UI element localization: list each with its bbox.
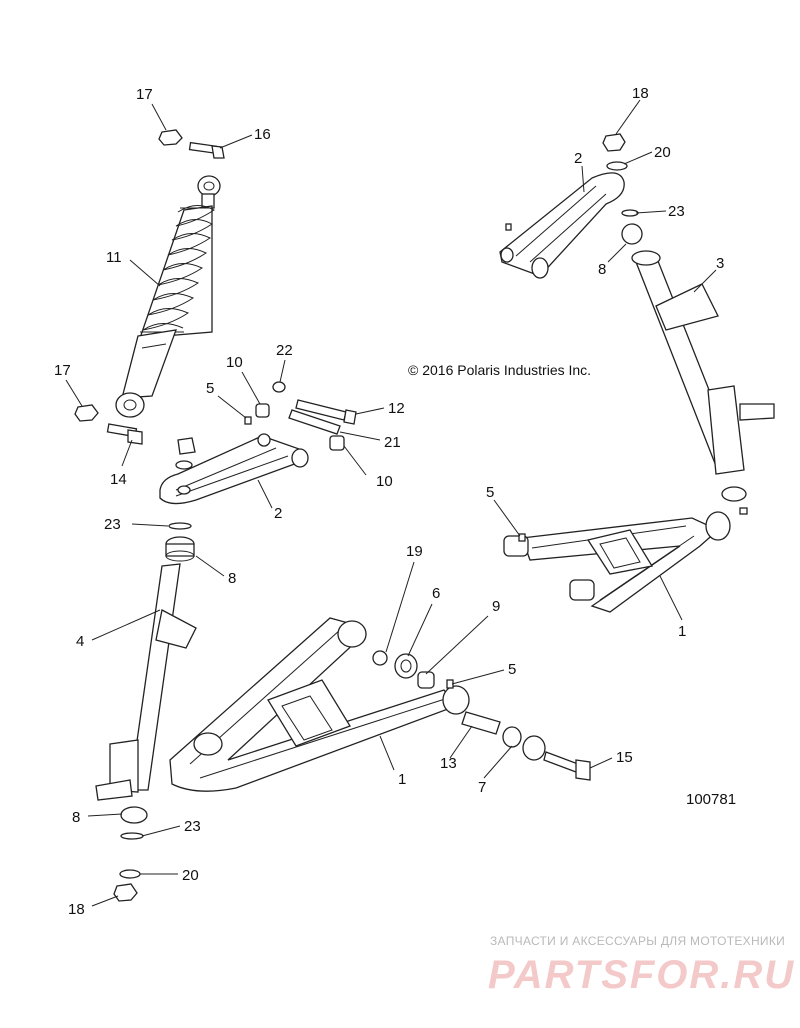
upper-a-arm-left — [159, 433, 309, 505]
callout-1: 1 — [678, 623, 686, 640]
watermark: ЗАПЧАСТИ И АКСЕССУАРЫ ДЛЯ МОТОТЕХНИКИ PA… — [488, 934, 795, 997]
callout-8: 8 — [72, 809, 80, 826]
callout-8: 8 — [228, 570, 236, 587]
callout-21: 21 — [384, 434, 401, 451]
spindle-right — [631, 250, 775, 515]
callout-19: 19 — [406, 543, 423, 560]
shock-absorber — [115, 175, 221, 418]
spindle-left — [95, 522, 197, 902]
callout-6: 6 — [432, 585, 440, 602]
callout-17: 17 — [136, 86, 153, 103]
callout-5: 5 — [486, 484, 494, 501]
shock-hardware — [74, 129, 225, 445]
callout-13: 13 — [440, 755, 457, 772]
lower-arm-hardware — [372, 650, 591, 781]
callout-12: 12 — [388, 400, 405, 417]
drawing-number: 100781 — [686, 791, 736, 808]
callout-9: 9 — [492, 598, 500, 615]
callout-8: 8 — [598, 261, 606, 278]
callout-3: 3 — [716, 255, 724, 272]
upper-a-arm-right — [499, 172, 625, 279]
arm-pivot-hardware — [244, 381, 357, 451]
callout-2: 2 — [574, 150, 582, 167]
callout-17: 17 — [54, 362, 71, 379]
callout-20: 20 — [182, 867, 199, 884]
lower-a-arm-right — [503, 511, 731, 613]
callout-15: 15 — [616, 749, 633, 766]
callout-10: 10 — [376, 473, 393, 490]
callout-18: 18 — [68, 901, 85, 918]
callout-labels: 17 16 11 17 14 10 22 5 12 21 10 2 23 8 4… — [54, 85, 724, 918]
watermark-tagline: ЗАПЧАСТИ И АКСЕССУАРЫ ДЛЯ МОТОТЕХНИКИ — [490, 934, 785, 948]
copyright-notice: © 2016 Polaris Industries Inc. — [408, 362, 591, 378]
callout-16: 16 — [254, 126, 271, 143]
callout-7: 7 — [478, 779, 486, 796]
callout-20: 20 — [654, 144, 671, 161]
callout-10: 10 — [226, 354, 243, 371]
callout-23: 23 — [184, 818, 201, 835]
leader-lines — [65, 99, 717, 907]
callout-2: 2 — [274, 505, 282, 522]
callout-22: 22 — [276, 342, 293, 359]
callout-23: 23 — [104, 516, 121, 533]
callout-23: 23 — [668, 203, 685, 220]
callout-1: 1 — [398, 771, 406, 788]
callout-5: 5 — [508, 661, 516, 678]
callout-18: 18 — [632, 85, 649, 102]
callout-11: 11 — [106, 249, 122, 266]
callout-14: 14 — [110, 471, 127, 488]
lower-a-arm-left — [169, 617, 470, 792]
callout-4: 4 — [76, 633, 84, 650]
right-ball-joint-hardware — [602, 133, 643, 245]
watermark-brand: PARTSFOR.RU — [488, 953, 795, 997]
callout-5: 5 — [206, 380, 214, 397]
